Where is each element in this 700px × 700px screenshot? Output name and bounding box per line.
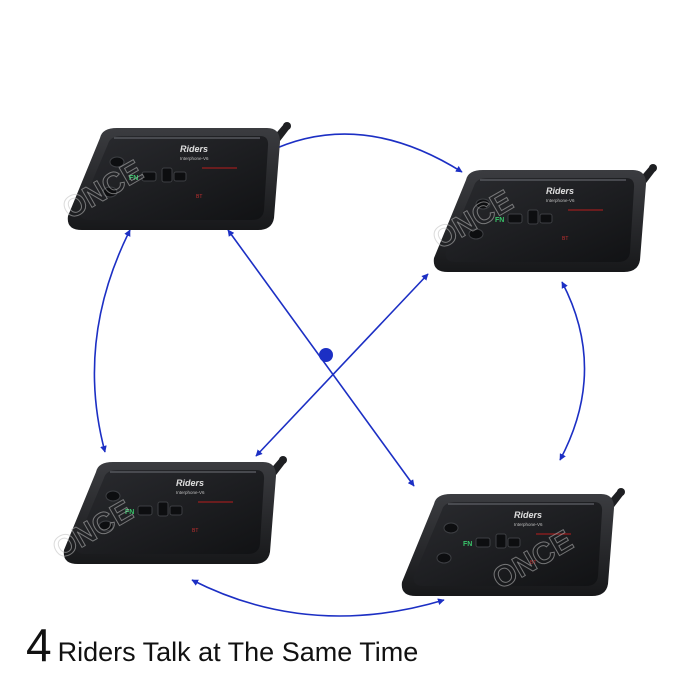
caption-number: 4: [26, 619, 52, 671]
device-badge: BT: [562, 236, 568, 242]
device-model-label: Interphone-V6: [180, 156, 209, 161]
device-brand-label: Riders: [514, 510, 542, 520]
arrow-bottom: [191, 579, 445, 617]
device-fn-label: FN: [463, 541, 472, 548]
device-badge: BT: [196, 194, 202, 200]
arrow-left: [93, 229, 131, 453]
device-model-label: Interphone-V6: [514, 522, 543, 527]
device-badge: BT: [192, 528, 198, 534]
arrow-right: [559, 281, 586, 461]
center-dot: [319, 348, 333, 362]
device-brand-label: Riders: [546, 186, 574, 196]
device-brand-label: Riders: [176, 478, 204, 488]
arrow-top: [267, 133, 463, 173]
arrow-diagonal-b: [255, 273, 429, 457]
caption-text: Riders Talk at The Same Time: [57, 637, 419, 667]
device-model-label: Interphone-V6: [176, 490, 205, 495]
device-model-label: Interphone-V6: [546, 198, 575, 203]
device-brand-label: Riders: [180, 144, 208, 154]
